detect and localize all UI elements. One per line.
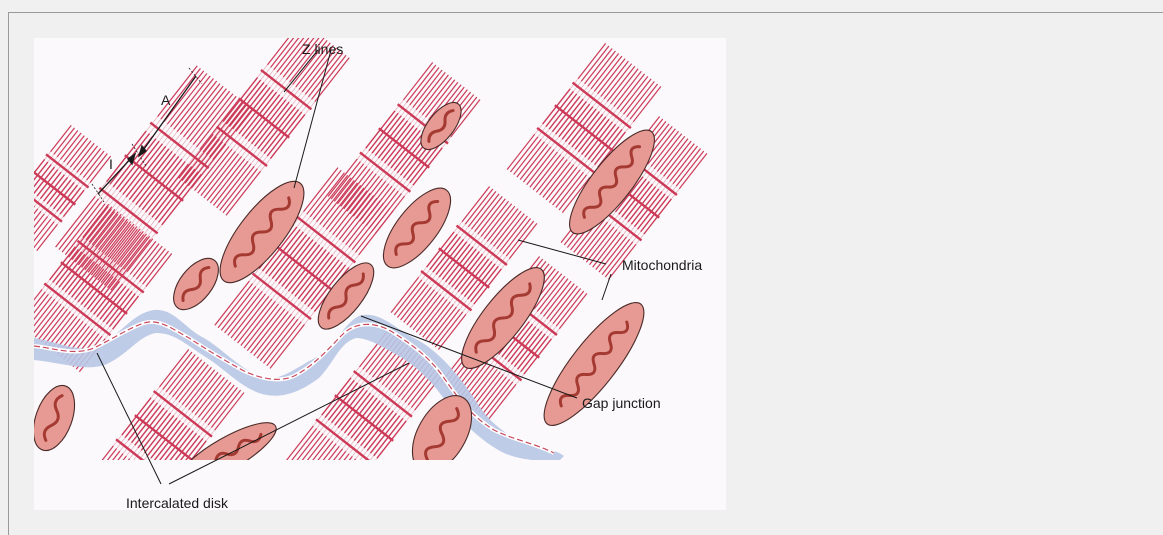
- z-lines-label: Z lines: [302, 41, 343, 57]
- diagram-svg: Z lines A I Mitochondria Gap junction In…: [34, 38, 726, 510]
- cardiac-muscle-diagram: Z lines A I Mitochondria Gap junction In…: [34, 38, 726, 510]
- mitochondrion: [165, 251, 227, 318]
- myofibril-bundle: [326, 61, 481, 234]
- mitochondrion: [34, 380, 83, 456]
- gap-junction-label: Gap junction: [582, 395, 661, 411]
- mitochondria-label: Mitochondria: [622, 257, 702, 273]
- i-band-label: I: [109, 156, 113, 172]
- a-band-label: A: [161, 92, 171, 108]
- mitochondrion: [530, 291, 658, 438]
- mitochondrion: [372, 178, 463, 278]
- intercalated-disk-label: Intercalated disk: [126, 495, 229, 510]
- myofibril-bundle: [177, 38, 351, 217]
